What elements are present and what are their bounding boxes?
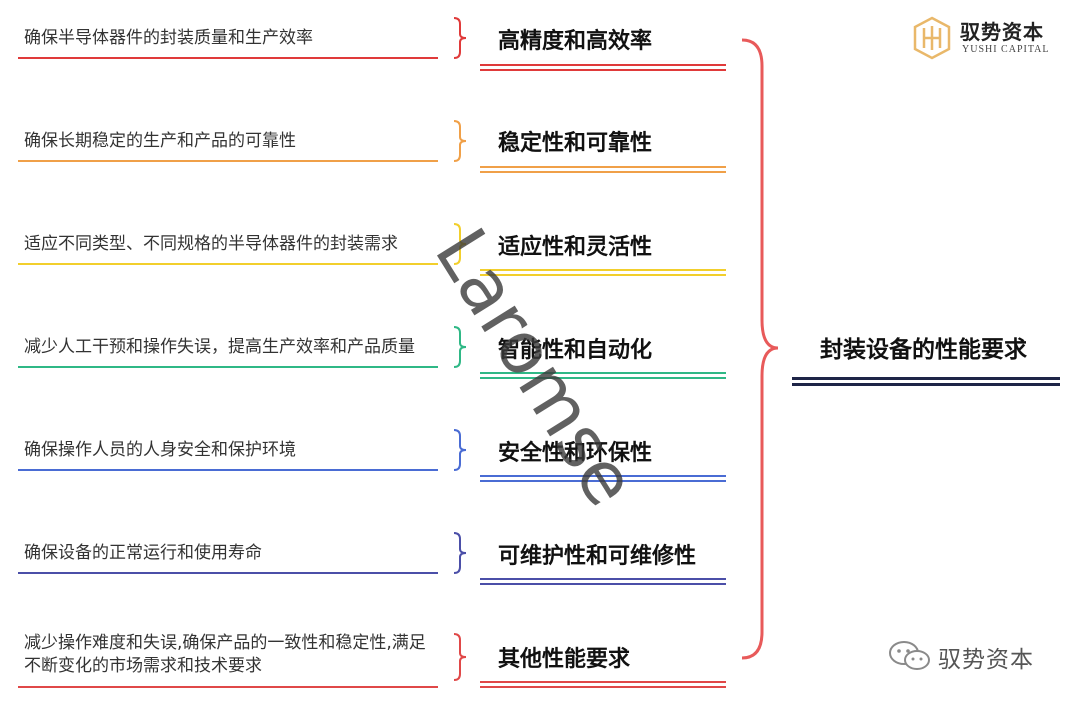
description-underline (18, 686, 438, 688)
brace-icon (453, 532, 467, 574)
description-underline (18, 57, 438, 59)
wechat-icon (889, 641, 930, 670)
item-title: 安全性和环保性 (498, 441, 653, 466)
item-title: 稳定性和可靠性 (498, 131, 653, 156)
item-title: 适应性和灵活性 (498, 235, 653, 260)
description-underline (18, 469, 438, 471)
item-title: 高精度和高效率 (498, 29, 653, 54)
title-double-underline (480, 64, 726, 71)
yushi-capital-logo: 驭势资本 YUSHI CAPITAL (912, 16, 1062, 62)
yushi-capital-logo-icon (913, 16, 951, 60)
item-description: 确保设备的正常运行和使用寿命 (24, 543, 262, 563)
title-double-underline (480, 475, 726, 482)
brace-icon (453, 17, 467, 59)
item-description: 适应不同类型、不同规格的半导体器件的封装需求 (24, 234, 398, 254)
title-double-underline (480, 166, 726, 173)
item-title: 其他性能要求 (498, 647, 631, 672)
brace-icon (453, 633, 467, 681)
description-underline (18, 572, 438, 574)
item-description: 确保操作人员的人身安全和保护环境 (24, 440, 296, 460)
big-brace-icon (741, 38, 779, 660)
title-double-underline (480, 681, 726, 688)
title-double-underline (480, 372, 726, 379)
item-description: 减少人工干预和操作失误，提高生产效率和产品质量 (24, 337, 415, 357)
logo-name-cn: 驭势资本 (960, 20, 1044, 44)
logo-name-en: YUSHI CAPITAL (962, 44, 1050, 55)
brace-icon (453, 326, 467, 368)
wechat-watermark-text: 驭势资本 (938, 647, 1034, 673)
wechat-watermark: 驭势资本 (888, 636, 1058, 676)
item-description: 减少操作难度和失误,确保产品的一致性和稳定性,满足不断变化的市场需求和技术要求 (24, 633, 426, 676)
title-double-underline (480, 269, 726, 276)
item-title: 智能性和自动化 (498, 338, 653, 363)
item-description: 确保长期稳定的生产和产品的可靠性 (24, 131, 296, 151)
item-description: 确保半导体器件的封装质量和生产效率 (24, 28, 313, 48)
title-double-underline (480, 578, 726, 585)
description-underline (18, 263, 438, 265)
item-title: 可维护性和可维修性 (498, 544, 697, 569)
main-title: 封装设备的性能要求 (820, 337, 1027, 363)
description-underline (18, 160, 438, 162)
main-title-double-underline (792, 377, 1060, 386)
description-underline (18, 366, 438, 368)
brace-icon (453, 223, 467, 265)
brace-icon (453, 120, 467, 162)
brace-icon (453, 429, 467, 471)
